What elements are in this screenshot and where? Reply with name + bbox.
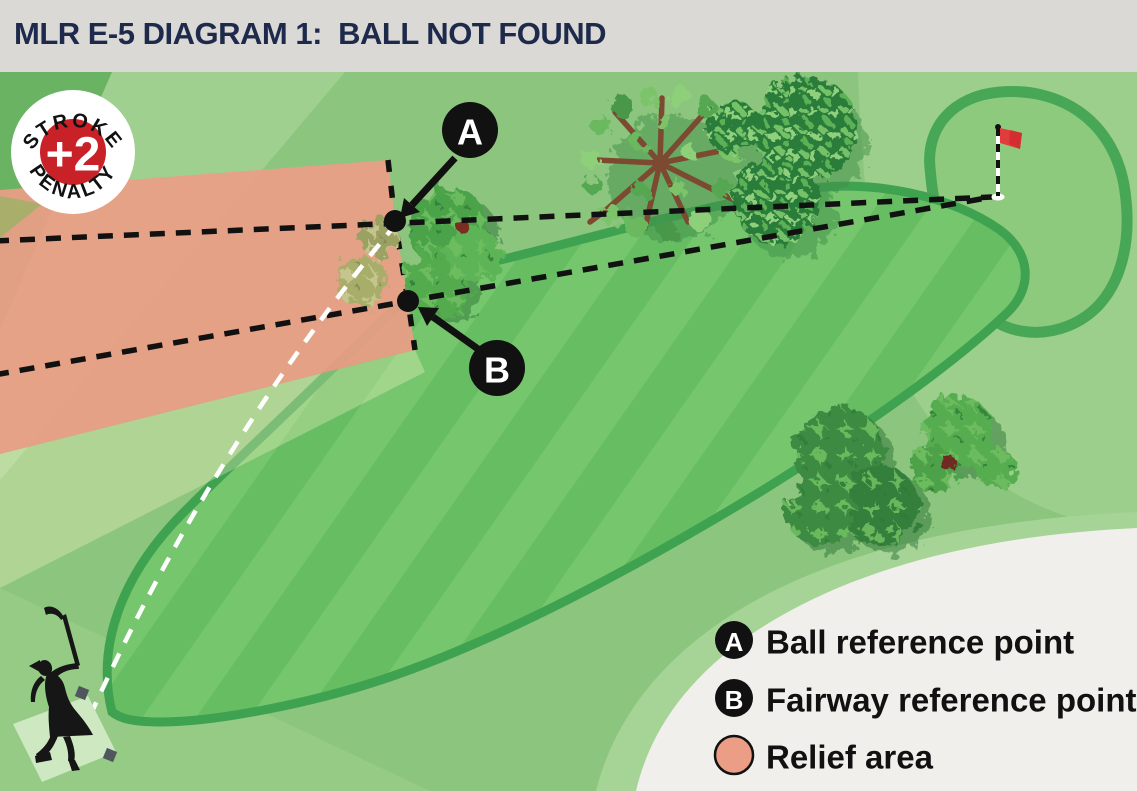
callout-a: A — [400, 102, 498, 218]
relief-border-dashed — [385, 159, 418, 351]
ball-flight-line — [87, 228, 393, 717]
legend-item-fairway-reference: B Fairway reference point — [715, 679, 1136, 719]
relief-wash-wedge — [0, 350, 425, 588]
tee-marker — [102, 747, 118, 763]
legend-b-symbol: B — [725, 685, 744, 715]
golfer-silhouette — [29, 606, 93, 771]
relief-swatch — [713, 734, 755, 776]
legend-a-label: Ball reference point — [766, 624, 1074, 661]
legend: A Ball reference point B Fairway referen… — [713, 621, 1136, 776]
point-b-dot — [397, 290, 419, 312]
legend-item-relief-area: Relief area — [713, 734, 934, 776]
dashed-line-b — [0, 194, 993, 377]
offwhite-area — [636, 528, 1137, 791]
arrow-a-head — [400, 198, 420, 218]
canopy-trees — [706, 76, 858, 244]
legend-relief-label: Relief area — [766, 739, 934, 776]
fairway-shape — [102, 181, 1030, 727]
tee-marker — [74, 685, 90, 701]
arrow-b-head — [418, 307, 439, 326]
dashed-line-a — [0, 194, 993, 244]
marker-a-label: A — [457, 112, 483, 153]
flag-icon — [991, 124, 1022, 201]
penalty-badge: STROKE PENALTY +2 — [11, 90, 135, 214]
callout-b: B — [418, 307, 525, 396]
legend-b-label: Fairway reference point — [766, 682, 1136, 719]
khaki-patch — [0, 196, 42, 238]
bushes-near-a — [404, 188, 502, 324]
penalty-badge-red-circle — [40, 119, 106, 185]
marker-b-label: B — [484, 350, 510, 391]
bushes-mid-right — [786, 396, 1016, 554]
title-bar — [0, 0, 1137, 72]
page-title: MLR E-5 DIAGRAM 1: BALL NOT FOUND — [14, 16, 606, 51]
legend-item-ball-reference: A Ball reference point — [715, 621, 1074, 661]
penalty-badge-value: +2 — [46, 129, 101, 182]
legend-a-symbol: A — [725, 627, 744, 657]
